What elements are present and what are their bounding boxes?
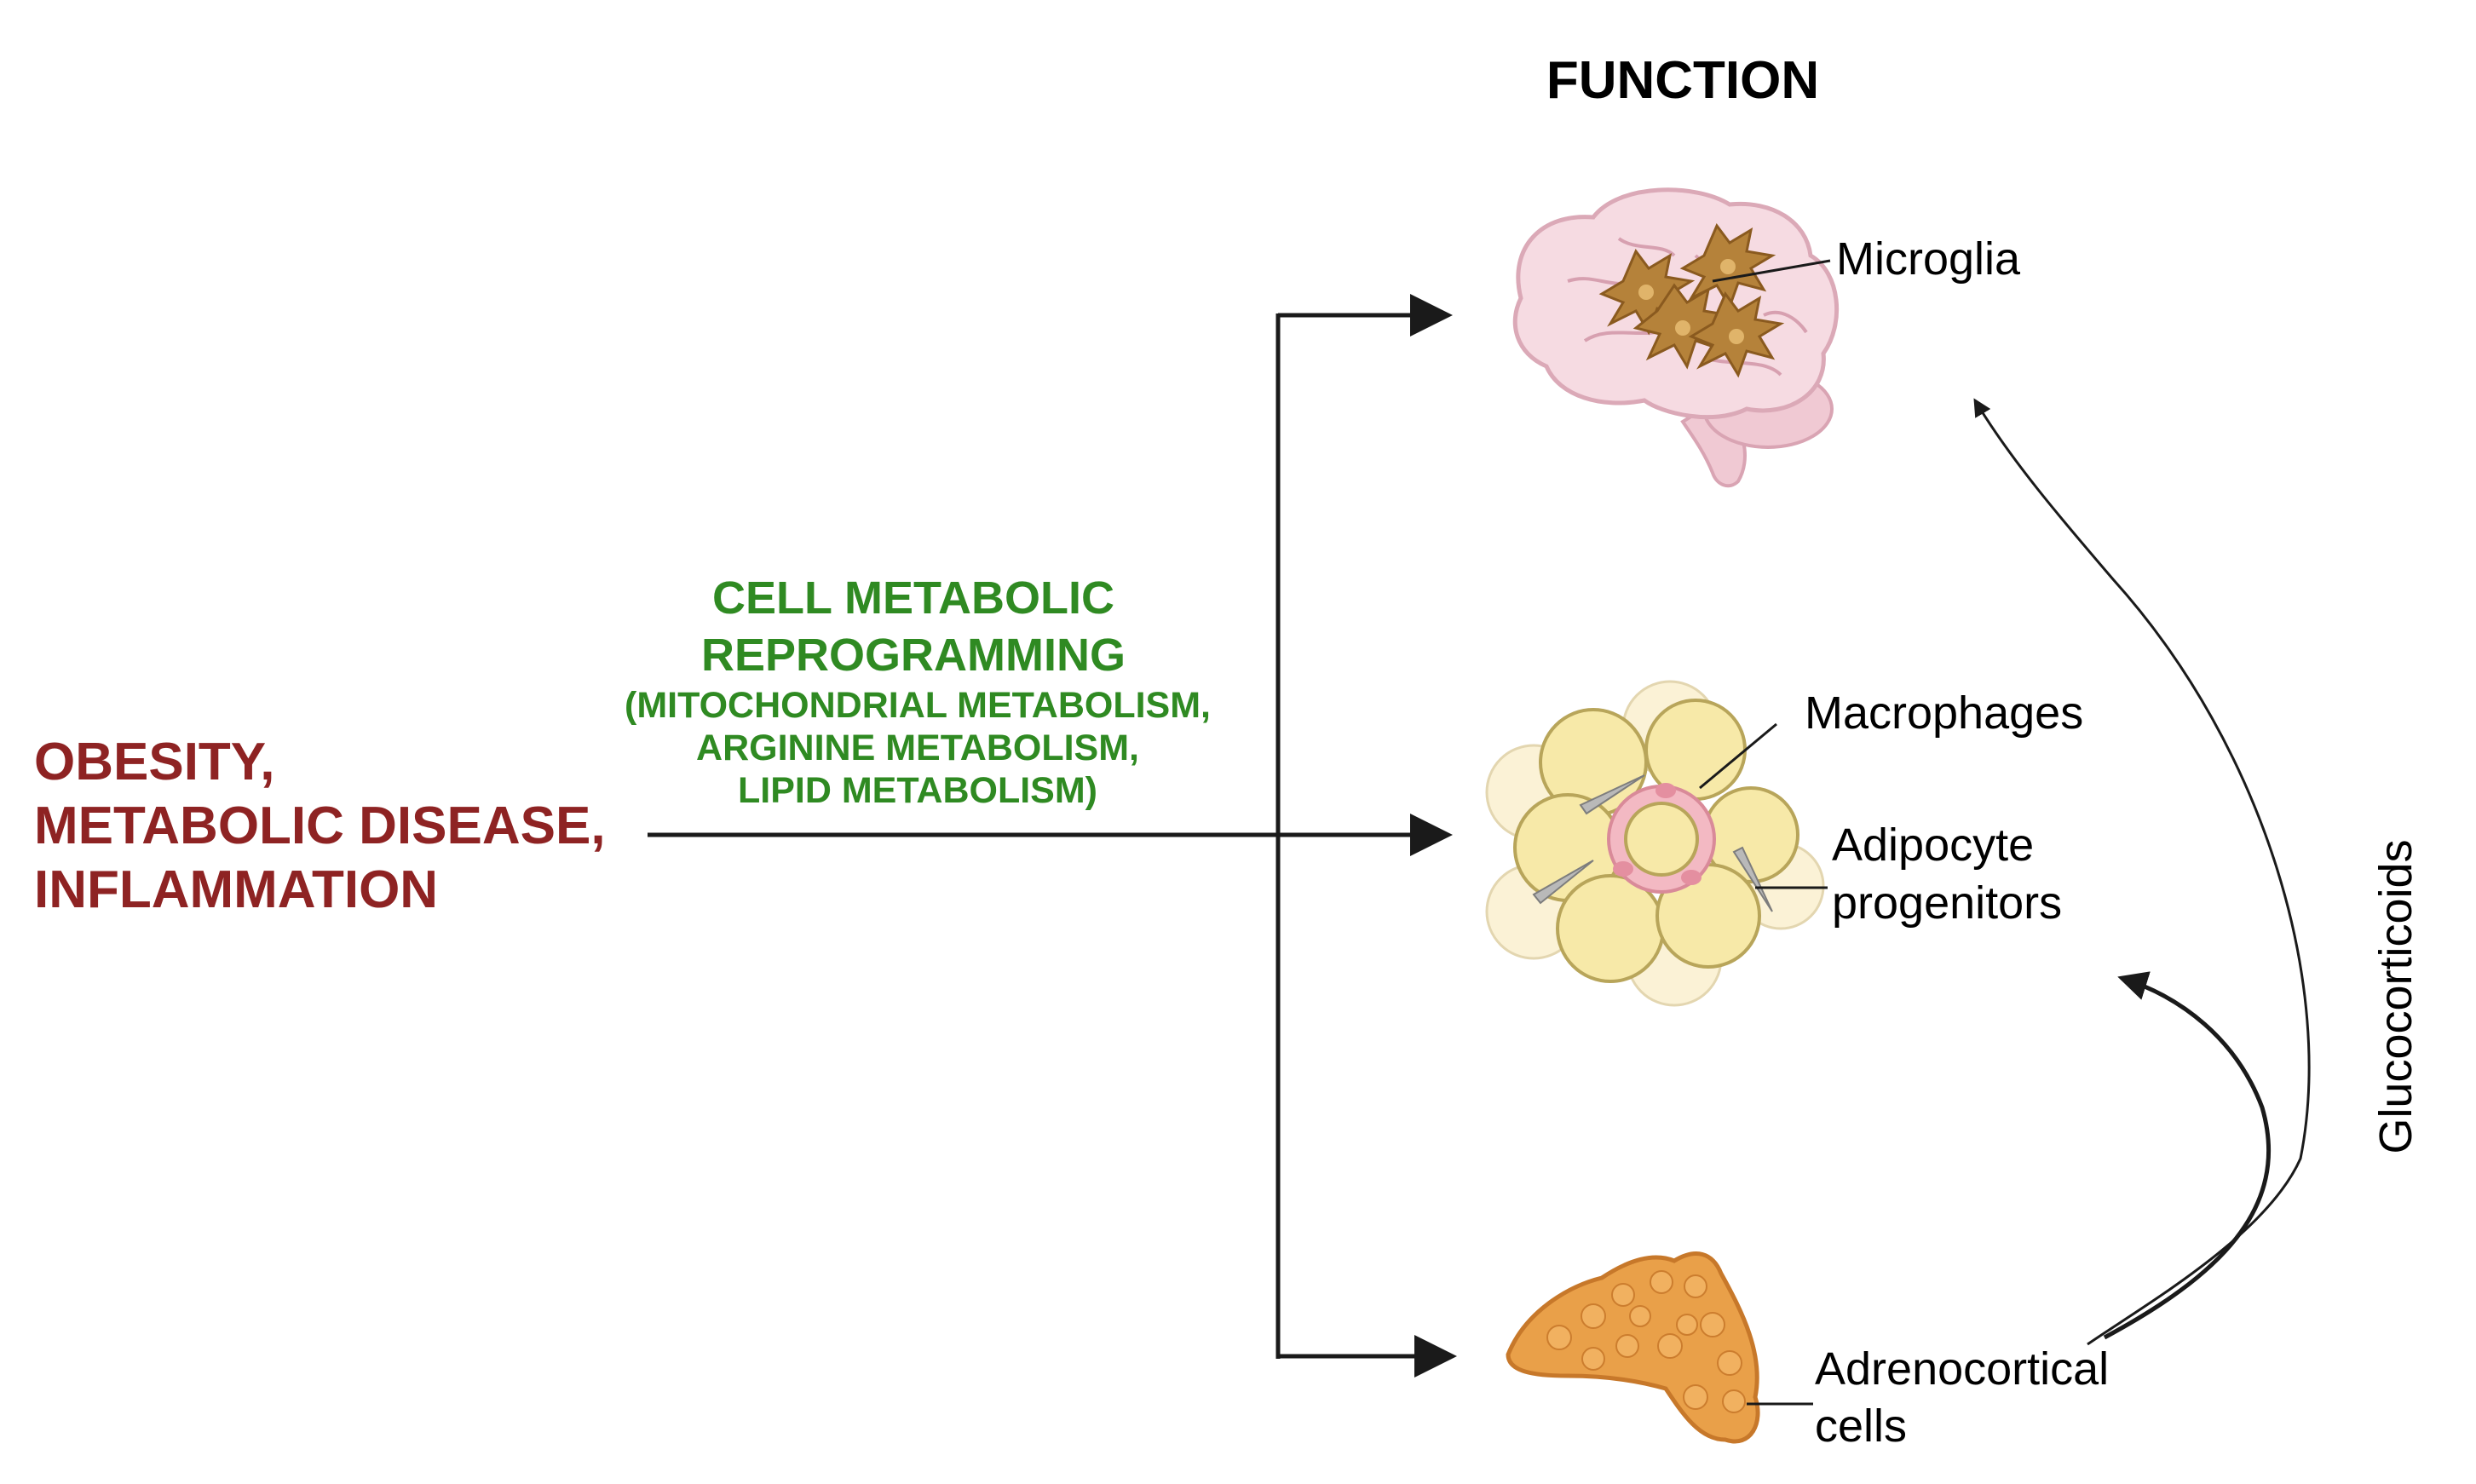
microglia-leader-line (1712, 259, 1831, 283)
macrophages-label: Macrophages (1805, 687, 2083, 739)
mechanism-block: CELL METABOLIC REPROGRAMMING (MITOCHONDR… (625, 572, 1211, 811)
microglia-label: Microglia (1836, 233, 2021, 285)
mechanism-line-1: CELL METABOLIC (712, 572, 1114, 624)
mechanism-sub-3: LIPID METABOLISM) (738, 770, 1097, 811)
glucocorticoids-label: Glucocorticoids (2370, 839, 2421, 1153)
adrenocortical-label-line-1: Adrenocortical (1815, 1343, 2109, 1395)
function-title: FUNCTION (1546, 51, 1819, 110)
mechanism-line-2: REPROGRAMMING (701, 630, 1126, 681)
mechanism-sub-1: (MITOCHONDRIAL METABOLISM, (625, 685, 1211, 726)
cause-block: OBESITY, METABOLIC DISEASE, INFLAMMATION (34, 733, 606, 919)
macrophages-leader-line (1699, 722, 1777, 790)
mechanism-sub-2: ARGININE METABOLISM, (696, 728, 1139, 768)
adrenal-gland-icon (1506, 1251, 1760, 1444)
glucocorticoid-arrows (1973, 398, 2311, 1346)
cause-line-3: INFLAMMATION (34, 860, 438, 919)
adipocyte-label-line-1: Adipocyte (1832, 820, 2034, 871)
brain-with-microglia-icon (1512, 187, 1840, 488)
cause-line-1: OBESITY, (34, 733, 275, 791)
pathway-arrows (648, 294, 1457, 1378)
arrow-to-adipose (2103, 971, 2272, 1340)
arrow-to-microglia (1973, 398, 2311, 1346)
cause-line-2: METABOLIC DISEASE, (34, 797, 606, 855)
adipocyte-label-line-2: progenitors (1832, 877, 2062, 929)
adipose-tissue-icon (1485, 680, 1825, 1007)
adrenocortical-label-line-2: cells (1815, 1401, 1907, 1452)
